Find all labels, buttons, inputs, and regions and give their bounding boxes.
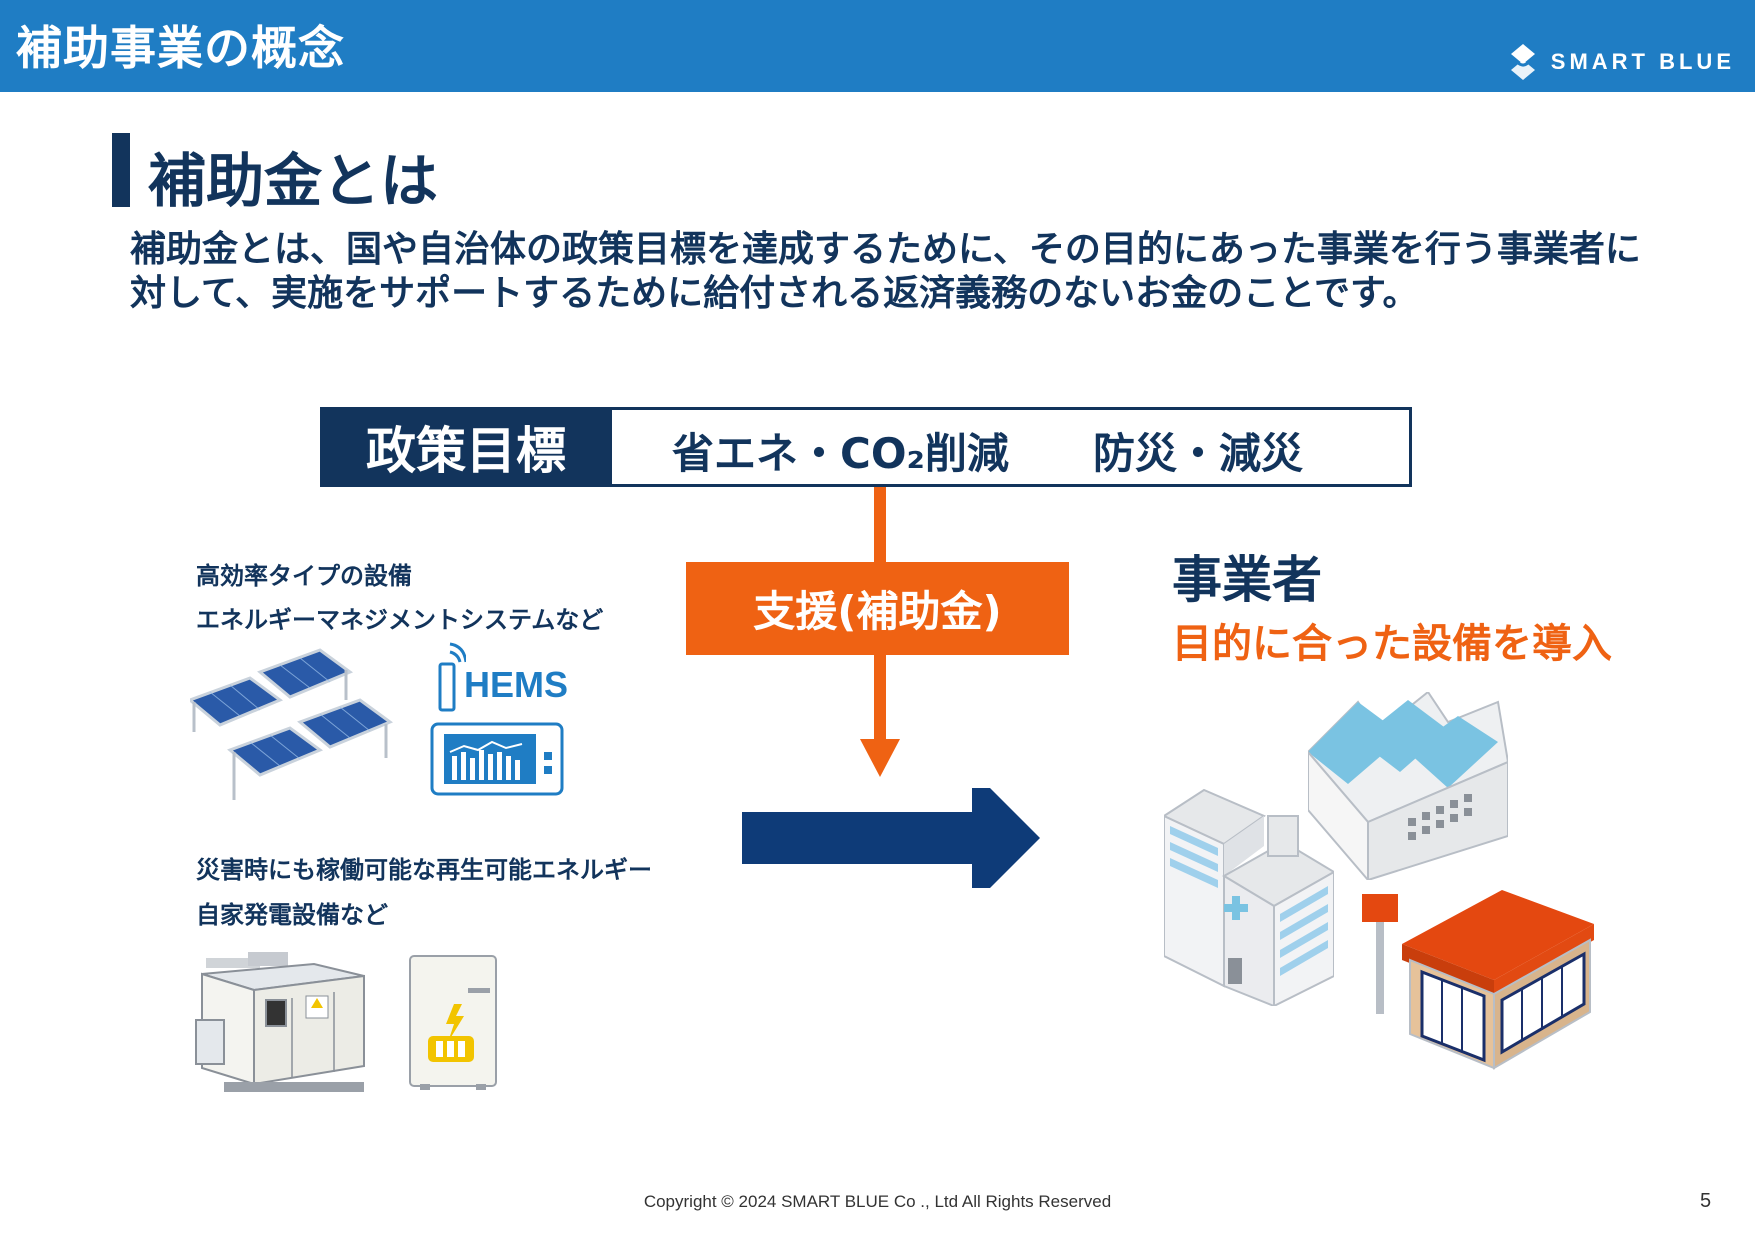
support-subsidy-box: 支援(補助金): [686, 562, 1069, 655]
page-number: 5: [1700, 1190, 1712, 1212]
footer-copyright: Copyright © 2024 SMART BLUE Co ., Ltd Al…: [643, 1192, 1112, 1211]
policy-goal-energy: 省エネ・CO₂削減: [672, 429, 1009, 478]
logo-text: SMART BLUE: [1550, 49, 1735, 74]
hems-monitor-icon: [430, 722, 564, 796]
convenience-store-icon: [1362, 890, 1594, 1070]
flow-right-arrow: [742, 788, 1040, 888]
smart-blue-logo-icon: [1510, 44, 1535, 80]
equipment-category-1-line-1: 高効率タイプの設備: [196, 562, 412, 590]
description-text: 補助金とは、国や自治体の政策目標を達成するために、その目的にあった事業を行う事業…: [130, 229, 1641, 314]
policy-goal-disaster: 防災・減災: [1093, 429, 1304, 478]
equipment-category-2-line-2: 自家発電設備など: [196, 901, 388, 929]
hospital-building-icon: [1164, 788, 1334, 1006]
brand-logo: SMART BLUE: [1509, 42, 1735, 82]
section-accent-bar: [112, 133, 130, 207]
page-title: 補助事業の概念: [16, 21, 345, 75]
hems-router-icon: [438, 642, 466, 712]
factory-building-icon: [1308, 692, 1508, 880]
equipment-category-1-line-2: エネルギーマネジメントシステムなど: [196, 606, 604, 634]
section-title: 補助金とは: [148, 147, 439, 215]
business-operator-title: 事業者: [1172, 551, 1322, 609]
generator-icon: [195, 952, 365, 1092]
equipment-category-2-line-1: 災害時にも稼働可能な再生可能エネルギー: [196, 856, 652, 884]
business-operator-subtitle: 目的に合った設備を導入: [1172, 621, 1612, 667]
header-bar: [0, 0, 1755, 92]
solar-panels-icon: [190, 648, 394, 800]
storage-battery-icon: [409, 955, 497, 1090]
policy-label: 政策目標: [320, 407, 612, 487]
hems-label: HEMS: [464, 664, 569, 705]
